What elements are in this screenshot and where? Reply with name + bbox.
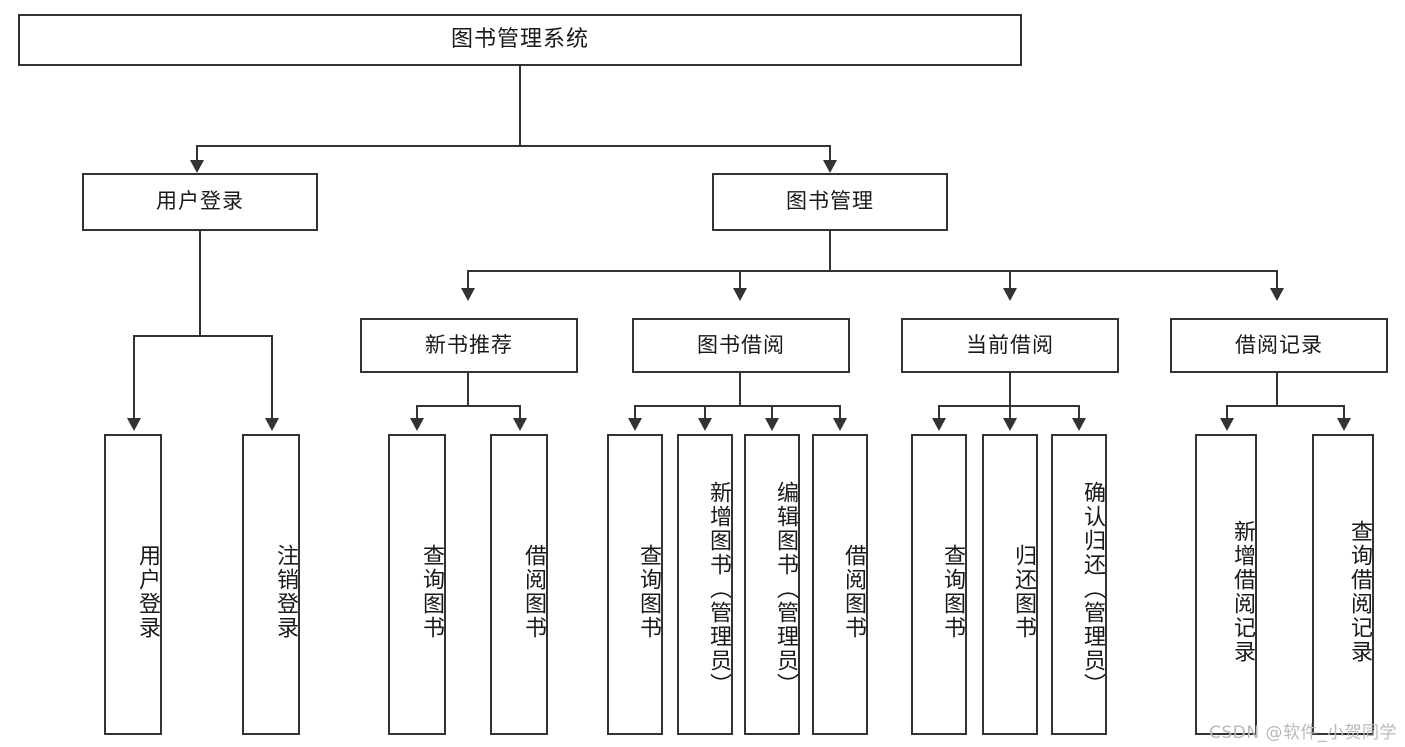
node-label: 查询借阅记录: [1347, 519, 1372, 664]
arrowhead-to-book-management: [823, 160, 837, 173]
connector-root-drop-1: [196, 145, 198, 163]
connector-book-management-bus: [467, 270, 1278, 272]
connector-bm-drop-3: [1009, 270, 1011, 290]
connector-user-login-drop-2: [271, 335, 273, 420]
node-label: 借阅图书: [521, 543, 546, 640]
node-label: 新增借阅记录: [1230, 519, 1255, 664]
connector-bb-drop-4: [839, 405, 841, 420]
node-current-borrow[interactable]: 当前借阅: [901, 318, 1119, 373]
node-label: 查询图书: [940, 543, 965, 640]
connector-root-bus: [196, 145, 831, 147]
connector-bm-drop-2: [739, 270, 741, 290]
connector-cb-drop-2: [1009, 405, 1011, 420]
arrowhead-bb-leaf-1: [628, 418, 642, 431]
arrowhead-nbr-leaf-1: [410, 418, 424, 431]
arrowhead-bb-leaf-2: [698, 418, 712, 431]
node-user-login[interactable]: 用户登录: [82, 173, 318, 231]
node-book-borrow[interactable]: 图书借阅: [632, 318, 850, 373]
arrowhead-cb-leaf-3: [1072, 418, 1086, 431]
node-label: 编辑图书（管理员）: [773, 480, 798, 697]
arrowhead-to-book-borrow: [733, 288, 747, 301]
connector-nbr-drop-1: [416, 405, 418, 420]
arrowhead-to-new-book-recommend: [461, 288, 475, 301]
arrowhead-to-user-login: [190, 160, 204, 173]
node-label: 借阅记录: [1235, 332, 1323, 357]
node-label: 查询图书: [636, 543, 661, 640]
node-label: 新增图书（管理员）: [706, 480, 731, 697]
leaf-bb-query-book[interactable]: 查询图书: [607, 434, 663, 735]
arrowhead-to-leaf-user-login: [127, 418, 141, 431]
arrowhead-bb-leaf-3: [765, 418, 779, 431]
node-new-book-recommend[interactable]: 新书推荐: [360, 318, 578, 373]
connector-bm-drop-1: [467, 270, 469, 290]
leaf-cb-confirm-return-admin[interactable]: 确认归还（管理员）: [1051, 434, 1107, 735]
leaf-cb-query-book[interactable]: 查询图书: [911, 434, 967, 735]
connector-bb-drop-2: [704, 405, 706, 420]
node-label: 用户登录: [135, 543, 160, 640]
leaf-bb-add-book-admin[interactable]: 新增图书（管理员）: [677, 434, 733, 735]
arrowhead-cb-leaf-1: [932, 418, 946, 431]
leaf-nbr-borrow-book[interactable]: 借阅图书: [490, 434, 548, 735]
connector-bb-drop-3: [771, 405, 773, 420]
node-root-book-management-system[interactable]: 图书管理系统: [18, 14, 1022, 66]
leaf-logout[interactable]: 注销登录: [242, 434, 300, 735]
node-label: 归还图书: [1011, 543, 1036, 640]
leaf-user-login[interactable]: 用户登录: [104, 434, 162, 735]
node-label: 图书管理系统: [450, 26, 589, 52]
connector-br-bus: [1226, 405, 1344, 407]
node-label: 当前借阅: [966, 332, 1054, 357]
arrowhead-bb-leaf-4: [833, 418, 847, 431]
leaf-br-add-record[interactable]: 新增借阅记录: [1195, 434, 1257, 735]
node-label: 查询图书: [419, 543, 444, 640]
node-label: 确认归还（管理员）: [1080, 480, 1105, 697]
leaf-cb-return-book[interactable]: 归还图书: [982, 434, 1038, 735]
leaf-bb-borrow-book[interactable]: 借阅图书: [812, 434, 868, 735]
connector-bb-drop-1: [634, 405, 636, 420]
connector-user-login-bus: [133, 335, 272, 337]
connector-book-management-stem: [829, 231, 831, 270]
connector-bb-stem: [739, 373, 741, 405]
node-book-management[interactable]: 图书管理: [712, 173, 948, 231]
node-label: 图书借阅: [697, 332, 785, 357]
arrowhead-nbr-leaf-2: [513, 418, 527, 431]
connector-cb-drop-1: [938, 405, 940, 420]
arrowhead-br-leaf-2: [1337, 418, 1351, 431]
connector-br-stem: [1276, 373, 1278, 405]
arrowhead-cb-leaf-2: [1003, 418, 1017, 431]
node-label: 用户登录: [156, 189, 244, 214]
connector-bb-bus: [634, 405, 841, 407]
connector-root-drop-2: [829, 145, 831, 163]
connector-user-login-drop-1: [133, 335, 135, 420]
connector-bm-drop-4: [1276, 270, 1278, 290]
arrowhead-to-borrow-record: [1270, 288, 1284, 301]
connector-root-stem: [519, 66, 521, 145]
connector-nbr-stem: [467, 373, 469, 405]
arrowhead-to-current-borrow: [1003, 288, 1017, 301]
connector-cb-stem: [1009, 373, 1011, 405]
connector-nbr-bus: [416, 405, 520, 407]
leaf-br-query-record[interactable]: 查询借阅记录: [1312, 434, 1374, 735]
connector-cb-drop-3: [1078, 405, 1080, 420]
connector-nbr-drop-2: [519, 405, 521, 420]
connector-br-drop-2: [1343, 405, 1345, 420]
leaf-bb-edit-book-admin[interactable]: 编辑图书（管理员）: [744, 434, 800, 735]
node-label: 图书管理: [786, 189, 874, 214]
arrowhead-to-leaf-logout: [265, 418, 279, 431]
node-label: 注销登录: [273, 543, 298, 640]
node-borrow-record[interactable]: 借阅记录: [1170, 318, 1388, 373]
leaf-nbr-query-book[interactable]: 查询图书: [388, 434, 446, 735]
arrowhead-br-leaf-1: [1220, 418, 1234, 431]
node-label: 借阅图书: [841, 543, 866, 640]
connector-user-login-stem: [199, 231, 201, 335]
connector-br-drop-1: [1226, 405, 1228, 420]
node-label: 新书推荐: [425, 332, 513, 357]
